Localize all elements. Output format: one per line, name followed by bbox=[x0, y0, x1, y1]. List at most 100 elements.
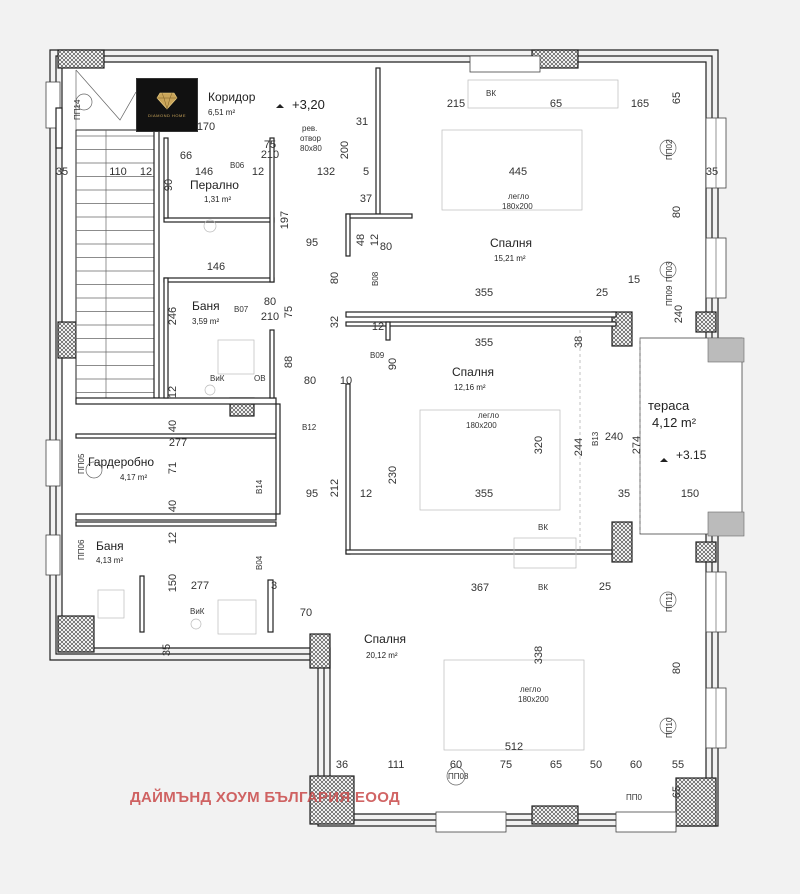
room-labels: Коридор 6,51 m² Перално 1,31 m² Баня 3,5… bbox=[88, 90, 697, 660]
room-name-laundry: Перално bbox=[190, 178, 239, 192]
dimension-label: 215 bbox=[447, 98, 465, 110]
dimension-label: 146 bbox=[195, 166, 213, 178]
windows bbox=[45, 55, 727, 833]
dimension-label: 75 bbox=[283, 306, 295, 318]
note-bed-label-3: легло bbox=[520, 685, 542, 694]
note-opening-1: рев. bbox=[302, 124, 317, 133]
dimension-label: 150 bbox=[681, 488, 699, 500]
staircase bbox=[75, 69, 155, 399]
dimension-label: 80 bbox=[329, 272, 341, 284]
dimension-label: 35 bbox=[161, 644, 173, 656]
note-opening-3: 80х80 bbox=[300, 144, 322, 153]
dimension-label: 35 bbox=[706, 166, 718, 178]
dimension-label: 512 bbox=[505, 741, 523, 753]
room-area-bath-1: 3,59 m² bbox=[192, 317, 219, 326]
room-area-bedroom-1: 15,21 m² bbox=[494, 254, 526, 263]
dimension-label: 37 bbox=[360, 193, 372, 205]
note-wc-2: ВиК bbox=[190, 607, 205, 616]
dimension-label: 197 bbox=[279, 211, 291, 229]
room-area-bedroom-2: 12,16 m² bbox=[454, 383, 486, 392]
notes: рев. отвор 80х80 легло 180х200 легло 180… bbox=[190, 89, 549, 704]
dimension-label: 244 bbox=[573, 438, 585, 456]
columns bbox=[57, 49, 717, 827]
dimension-label: 60 bbox=[450, 759, 462, 771]
dimension-label: 12 bbox=[167, 386, 179, 398]
note-bed-size-1: 180х200 bbox=[502, 202, 533, 211]
dimension-label: 25 bbox=[599, 581, 611, 593]
room-area-corridor: 6,51 m² bbox=[208, 108, 235, 117]
note-wardrobe-3: ВК bbox=[538, 583, 548, 592]
room-name-wardrobe: Гардеробно bbox=[88, 455, 154, 469]
dimension-label: 12 bbox=[140, 166, 152, 178]
dimension-label: 240 bbox=[673, 305, 685, 323]
dimension-label: 15 bbox=[628, 274, 640, 286]
note-bed-size-3: 180х200 bbox=[518, 695, 549, 704]
dimension-label: 65 bbox=[550, 759, 562, 771]
terrace bbox=[639, 337, 745, 537]
dimension-label: 12 bbox=[372, 321, 384, 333]
dimension-label: 38 bbox=[573, 336, 585, 348]
dimension-label: 35 bbox=[618, 488, 630, 500]
dimension-label: 246 bbox=[167, 307, 179, 325]
window-tag: ПП05 bbox=[77, 453, 86, 474]
window-tags: ПП14 ПП02 ПП03 ПП05 ПП06 ПП08 ПП0 ПП11 П… bbox=[73, 93, 677, 802]
dimension-label: 111 bbox=[388, 759, 405, 771]
note-bed-size-2: 180х200 bbox=[466, 421, 497, 430]
dimension-label: 25 bbox=[596, 287, 608, 299]
note-bed-label-2: легло bbox=[478, 411, 500, 420]
door-tag: В04 bbox=[255, 555, 264, 570]
door-tag: В12 bbox=[302, 423, 317, 432]
note-opening-2: отвор bbox=[300, 134, 322, 143]
dimension-label: 70 bbox=[300, 607, 312, 619]
dimension-label: 277 bbox=[169, 437, 187, 449]
door-tag: В06 bbox=[230, 161, 245, 170]
dimension-label: 66 bbox=[180, 150, 192, 162]
diamond-icon bbox=[156, 92, 178, 110]
dimension-label: 48 bbox=[355, 234, 367, 246]
dimension-label: 90 bbox=[163, 179, 175, 191]
dimension-label: 35 bbox=[56, 166, 68, 178]
door-tag: В07 bbox=[234, 305, 249, 314]
room-name-bath-2: Баня bbox=[96, 539, 124, 553]
note-shower: ОВ bbox=[254, 374, 266, 383]
note-bed-label-1: легло bbox=[508, 192, 530, 201]
dimension-label: 80 bbox=[264, 296, 276, 308]
dimension-label: 210 bbox=[261, 149, 279, 161]
window-tag: ПП02 bbox=[665, 139, 674, 160]
room-name-bedroom-3: Спалня bbox=[364, 632, 406, 646]
room-area-bath-2: 4,13 m² bbox=[96, 556, 123, 565]
level-marker-icon bbox=[276, 104, 284, 108]
level-main: +3,20 bbox=[292, 97, 325, 112]
door-tag: В13 bbox=[591, 431, 600, 446]
dimension-label: 367 bbox=[471, 582, 489, 594]
window-tag: ПП10 bbox=[665, 717, 674, 738]
levels: +3,20 +3.15 bbox=[276, 97, 707, 462]
door-tags: В06 В07 В08 В09 В12 В13 В14 В04 bbox=[230, 161, 600, 570]
window-tag: ПП14 bbox=[73, 99, 82, 120]
dimension-label: 355 bbox=[475, 287, 493, 299]
note-wardrobe-2: ВК bbox=[538, 523, 548, 532]
dimension-label: 5 bbox=[363, 166, 369, 178]
room-name-bedroom-1: Спалня bbox=[490, 236, 532, 250]
dimension-label: 95 bbox=[306, 488, 318, 500]
dimension-label: 165 bbox=[631, 98, 649, 110]
window-tag: ПП03 bbox=[665, 261, 674, 282]
note-wardrobe-1: ВК bbox=[486, 89, 496, 98]
room-area-bedroom-3: 20,12 m² bbox=[366, 651, 398, 660]
logo-text: DIAMOND HOME bbox=[148, 113, 186, 118]
dimension-label: 65 bbox=[671, 786, 683, 798]
dimension-label: 230 bbox=[387, 466, 399, 484]
watermark: ДАЙМЪНД ХОУМ БЪЛГАРИЯ ЕООД bbox=[130, 788, 400, 806]
dimension-label: 200 bbox=[339, 141, 351, 159]
room-area-laundry: 1,31 m² bbox=[204, 195, 231, 204]
dimension-label: 132 bbox=[317, 166, 335, 178]
dimension-label: 80 bbox=[304, 375, 316, 387]
dimension-label: 65 bbox=[671, 92, 683, 104]
door-tag: В09 bbox=[370, 351, 385, 360]
dimension-label: 32 bbox=[329, 316, 341, 328]
dimension-label: 445 bbox=[509, 166, 527, 178]
door-tag: В08 bbox=[371, 271, 380, 286]
window-tag: ПП08 bbox=[448, 772, 469, 781]
